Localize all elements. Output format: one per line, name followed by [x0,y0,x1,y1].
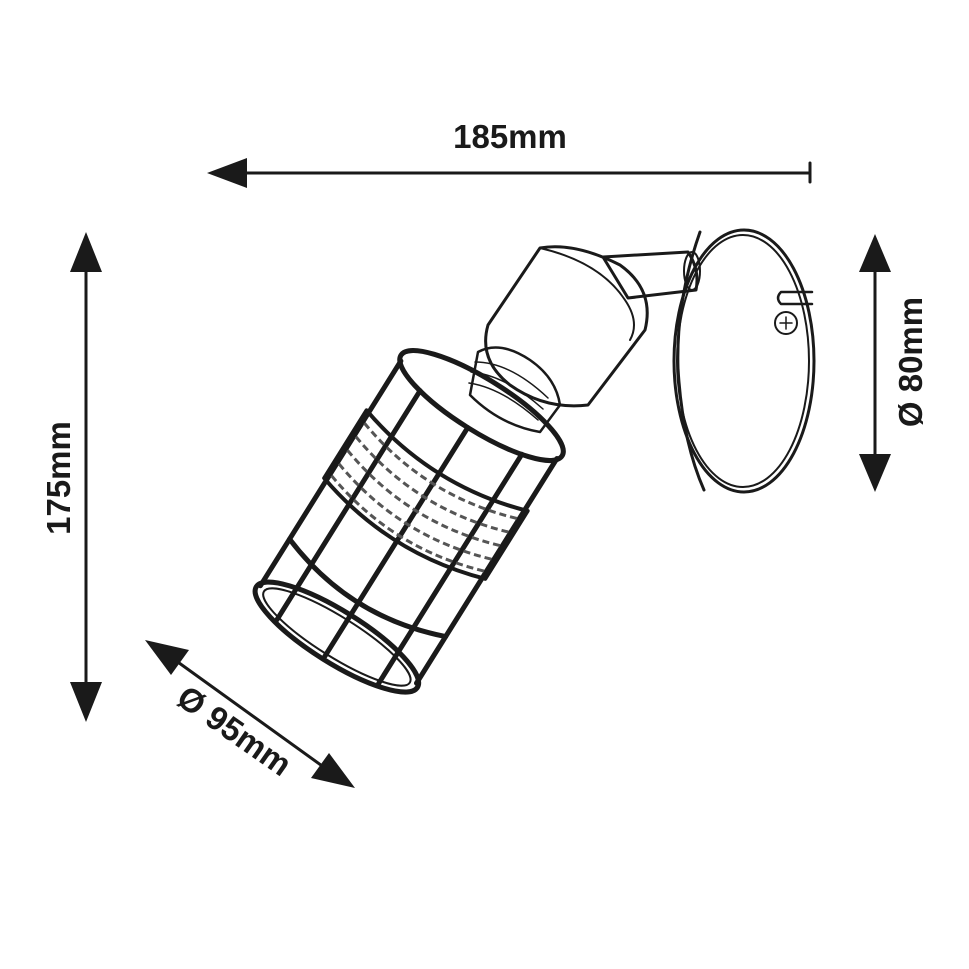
shade-diameter-arrowhead-top [145,640,189,675]
thread-line-1 [474,361,549,399]
lamp-holder-highlight [539,247,635,341]
rope-strand [354,435,509,534]
base-diameter-label: Ø 80mm [892,297,929,427]
cage-shade [252,348,566,695]
height-arrowhead-bottom [70,682,102,722]
height-dimension: 175mm [40,232,102,722]
width-label: 185mm [453,118,567,155]
keyhole-slot [776,290,814,306]
arm [601,250,701,300]
cage-front-rim [252,579,422,695]
spotlight-drawing [252,228,816,695]
rope-strand [363,422,518,520]
base-diameter-dimension: Ø 80mm [859,234,929,492]
base-diameter-arrowhead-top [859,234,891,272]
thread-line-3 [468,382,539,421]
width-dimension: 185mm [207,118,812,188]
height-label: 175mm [40,421,77,535]
arm-end [683,251,701,291]
rope-strand [337,462,492,561]
cage-front-rim-inner [262,587,412,687]
threaded-neck [468,346,562,434]
shade-diameter-label: Ø 95mm [171,678,299,783]
rope-band [322,408,530,581]
screw-head [774,311,798,335]
wall-base-outline [672,228,816,494]
width-arrowhead [207,158,247,188]
base-diameter-arrowhead-bottom [859,454,891,492]
shade-diameter-line [173,658,327,770]
lamp-holder-body [484,245,649,408]
wall-base [672,228,816,494]
cage-bar [413,456,560,686]
wall-base-rim [676,230,706,492]
cage-ring [287,536,449,640]
cage-bar [257,358,404,589]
shade-diameter-arrowhead-bottom [311,753,355,788]
rope-strand [346,449,501,548]
height-arrowhead-top [70,232,102,272]
lamp-holder [468,245,649,434]
rope-strand [330,474,485,573]
